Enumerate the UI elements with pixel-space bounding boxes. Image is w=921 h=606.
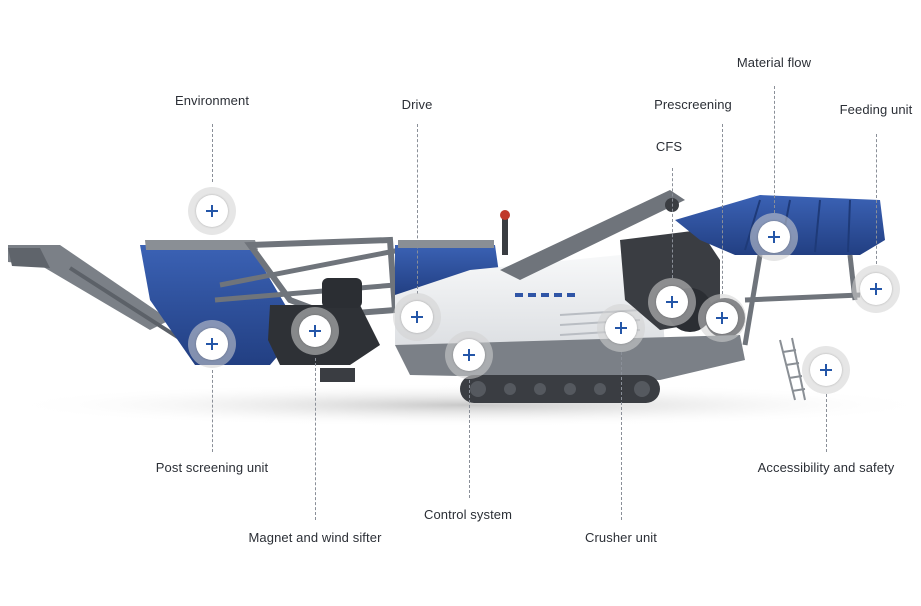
leader-line-accessibility-safety <box>826 394 827 452</box>
plus-icon <box>411 311 423 323</box>
plus-icon <box>206 338 218 350</box>
plus-icon <box>870 283 882 295</box>
leader-line-control-system <box>469 380 470 498</box>
leader-line-prescreening <box>722 124 723 294</box>
hotspot-prescreening[interactable] <box>698 294 746 342</box>
label-magnet-wind-sifter: Magnet and wind sifter <box>248 530 382 545</box>
hotspot-feeding-unit[interactable] <box>852 265 900 313</box>
leader-line-magnet-wind-sifter <box>315 358 316 520</box>
hotspot-environment[interactable] <box>188 187 236 235</box>
leader-line-material-flow <box>774 86 775 213</box>
label-drive: Drive <box>401 97 433 112</box>
label-post-screening-unit: Post screening unit <box>155 460 269 475</box>
label-feeding-unit: Feeding unit <box>839 102 913 117</box>
label-environment: Environment <box>174 93 250 108</box>
label-control-system: Control system <box>423 507 513 522</box>
hotspot-drive[interactable] <box>393 293 441 341</box>
label-prescreening: Prescreening <box>654 97 732 112</box>
hotspot-crusher-unit[interactable] <box>597 304 645 352</box>
label-cfs: CFS <box>655 139 683 154</box>
leader-line-feeding-unit <box>876 134 877 264</box>
plus-icon <box>768 231 780 243</box>
hotspot-accessibility-safety[interactable] <box>802 346 850 394</box>
label-accessibility-safety: Accessibility and safety <box>757 460 895 475</box>
plus-icon <box>820 364 832 376</box>
hotspot-magnet-wind-sifter[interactable] <box>291 307 339 355</box>
hotspot-post-screening-unit[interactable] <box>188 320 236 368</box>
label-crusher-unit: Crusher unit <box>584 530 658 545</box>
plus-icon <box>463 349 475 361</box>
leader-line-cfs <box>672 168 673 278</box>
leader-line-drive <box>417 124 418 294</box>
plus-icon <box>206 205 218 217</box>
hotspot-material-flow[interactable] <box>750 213 798 261</box>
hotspot-control-system[interactable] <box>445 331 493 379</box>
plus-icon <box>309 325 321 337</box>
plus-icon <box>666 296 678 308</box>
leader-line-environment <box>212 124 213 182</box>
plus-icon <box>615 322 627 334</box>
label-material-flow: Material flow <box>736 55 812 70</box>
plus-icon <box>716 312 728 324</box>
hotspot-cfs[interactable] <box>648 278 696 326</box>
leader-line-post-screening-unit <box>212 370 213 452</box>
leader-line-crusher-unit <box>621 352 622 520</box>
